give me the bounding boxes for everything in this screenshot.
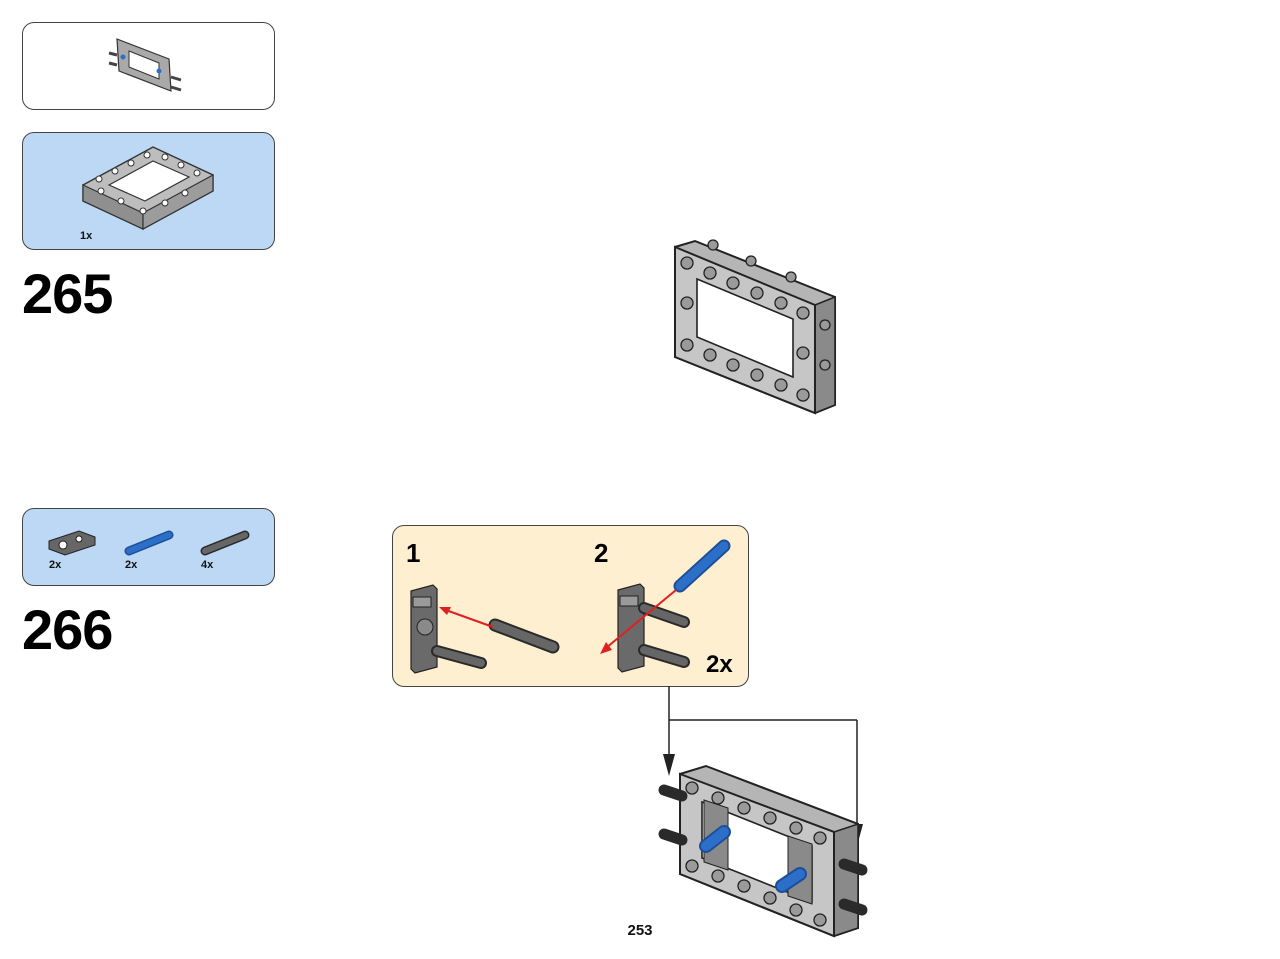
substep-2-illustration [600, 539, 731, 673]
substep-label-2: 2 [594, 538, 609, 568]
substep-1-illustration [410, 584, 560, 674]
step-number-266: 266 [22, 598, 113, 661]
page-number: 253 [627, 922, 653, 939]
frame-assembly-illustration [658, 764, 868, 938]
frame-icon [82, 146, 214, 231]
part-quantity: 2x [49, 559, 62, 571]
blue-pin-icon [124, 530, 174, 556]
step-number-265: 265 [22, 262, 113, 325]
part-quantity: 4x [201, 559, 214, 571]
connector-icon [48, 530, 96, 556]
frame-illustration [674, 239, 836, 415]
grey-pin-icon [200, 530, 250, 556]
parts-list-box-265: 1x [22, 132, 275, 250]
previous-result-box [22, 22, 275, 110]
part-quantity: 1x [80, 230, 93, 242]
frame-assembly-small-icon [108, 38, 182, 92]
substep-multiplier: 2x [706, 651, 733, 678]
substep-label-1: 1 [406, 538, 421, 568]
parts-list-box-266: 2x 2x 4x [22, 508, 275, 586]
part-quantity: 2x [125, 559, 138, 571]
substep-callout-box: 1 2 2x [392, 525, 749, 687]
